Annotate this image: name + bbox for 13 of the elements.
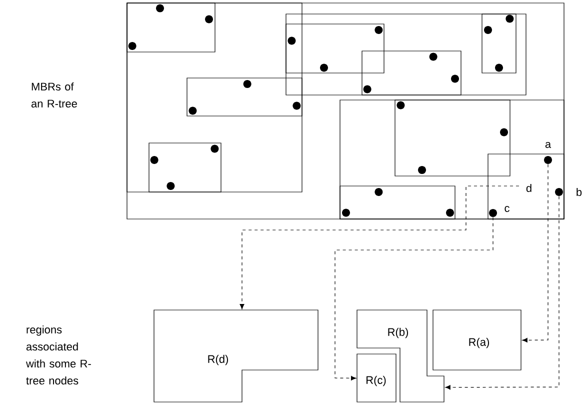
arrow <box>522 164 548 342</box>
data-point: c <box>489 206 510 217</box>
data-point: b <box>555 188 582 196</box>
dashed-region: d <box>466 184 532 198</box>
node-label: b <box>576 188 582 196</box>
side-label: regions associated with some R-tree nodes <box>26 325 91 385</box>
node-label: c <box>504 206 510 212</box>
arrow <box>334 216 494 380</box>
data-point: a <box>544 142 552 164</box>
arrow <box>445 196 560 390</box>
arrow <box>240 198 466 310</box>
node-label: a <box>545 142 552 148</box>
side-label: MBRs of an R-tree <box>31 82 77 108</box>
